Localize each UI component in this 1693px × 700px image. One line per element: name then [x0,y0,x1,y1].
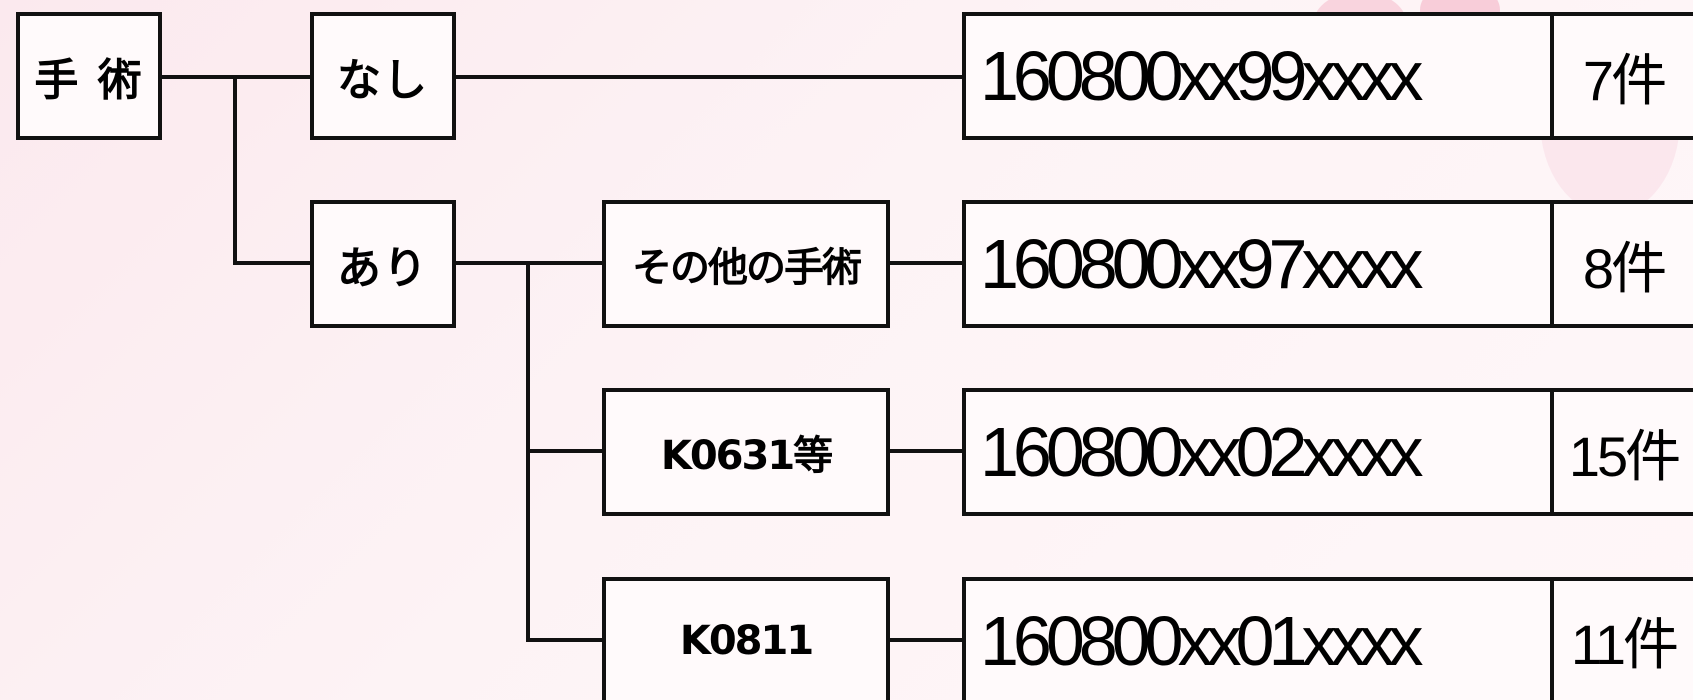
dpc-code-box: 160800xx01xxxx [962,577,1554,700]
dpc-code-box: 160800xx02xxxx [962,388,1554,516]
procedure-k0631-node: K0631等 [602,388,890,516]
connector-to-ari [233,261,310,265]
case-count-box: 15件 [1550,388,1693,516]
case-count-box: 8件 [1550,200,1693,328]
connector-to-k0631 [526,449,604,453]
connector-other-code [888,261,964,265]
procedure-other-node: その他の手術 [602,200,890,328]
case-count-box: 7件 [1550,12,1693,140]
branch-yes-node: あり [310,200,456,328]
connector-k0811-code [888,638,964,642]
connector-to-k0811 [526,638,604,642]
connector-nashi-code [454,75,964,79]
dpc-code-box: 160800xx99xxxx [962,12,1554,140]
procedure-k0811-node: K0811 [602,577,890,700]
case-count-box: 11件 [1550,577,1693,700]
branch-none-node: なし [310,12,456,140]
connector-k0631-code [888,449,964,453]
connector-root-v [233,75,237,265]
dpc-code-box: 160800xx97xxxx [962,200,1554,328]
surgery-root-node: 手 術 [16,12,162,140]
